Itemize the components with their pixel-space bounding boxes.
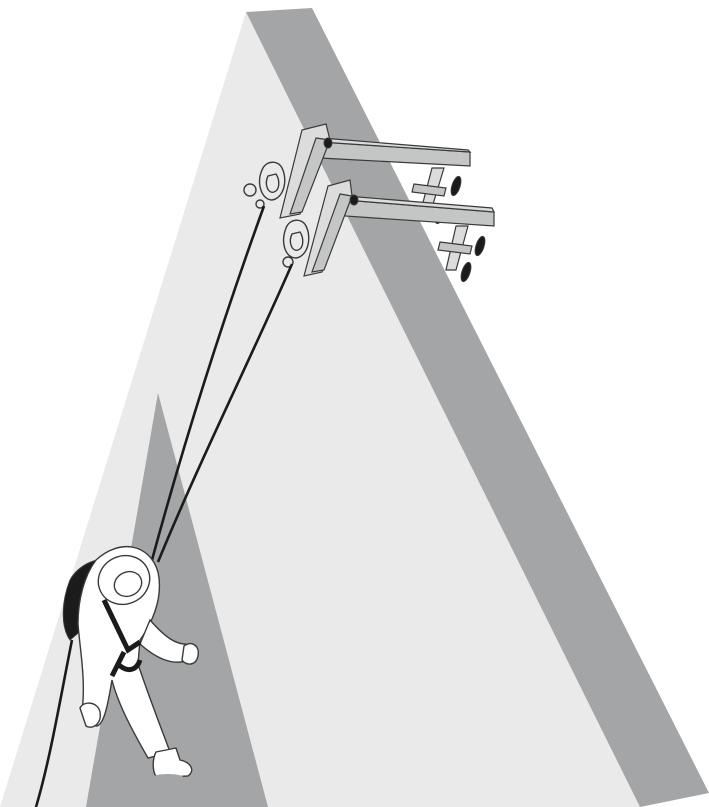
anchor-lower-foot — [438, 242, 472, 254]
anchor-lower-wheel-a — [473, 235, 487, 256]
anchor-lower-bolt — [350, 195, 358, 205]
anchor-upper-bolt — [324, 138, 332, 148]
worker-right-hand — [182, 644, 198, 664]
anchor-upper-wheel-a — [449, 175, 463, 196]
anchor-upper-foot — [412, 184, 446, 196]
boot-shadow — [152, 774, 184, 782]
anchor-lower-wheel-b — [459, 261, 473, 282]
